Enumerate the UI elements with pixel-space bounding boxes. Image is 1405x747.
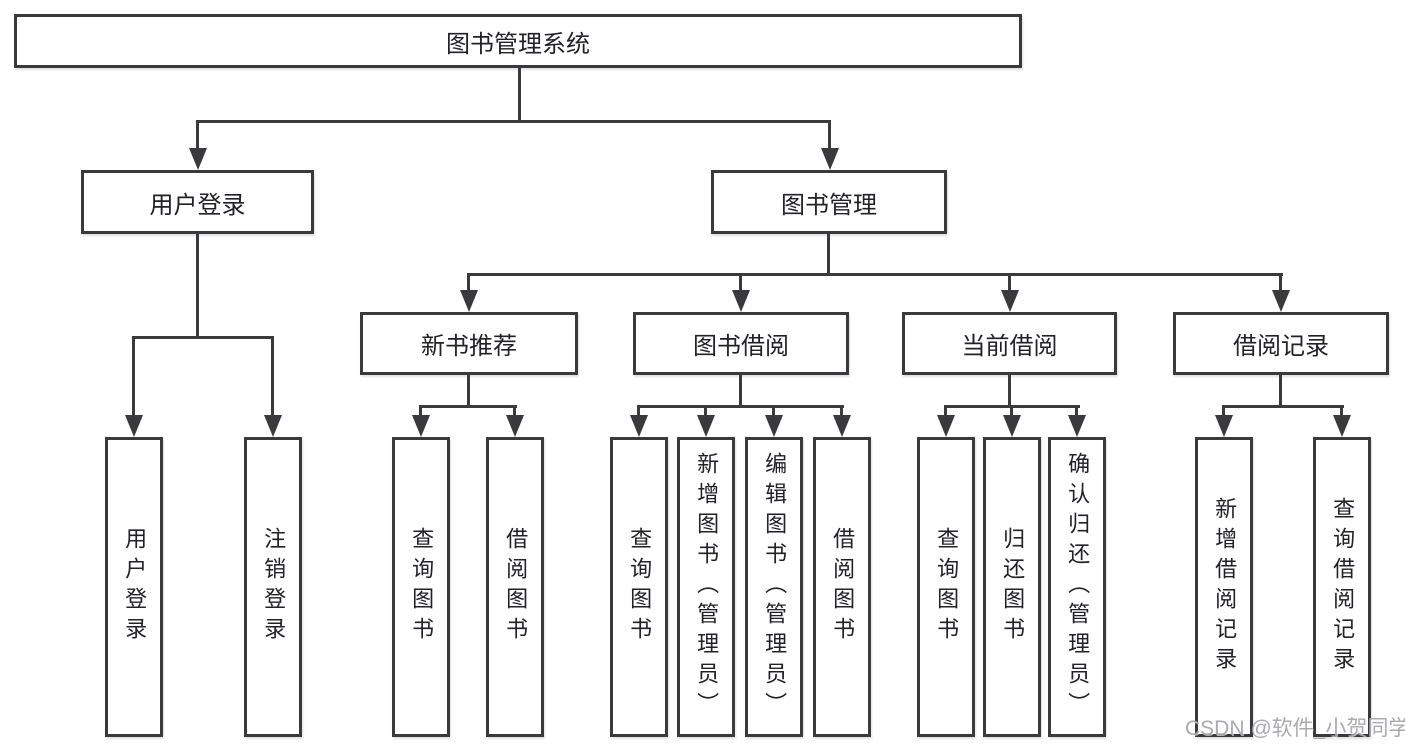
arrowhead-down-icon — [833, 415, 851, 437]
leaf-return-books: 归还图书 — [983, 437, 1041, 737]
node-new-book-recommend: 新书推荐 — [360, 312, 578, 375]
leaf-current-query-books-label: 查询图书 — [934, 527, 960, 647]
leaf-borrow-books: 借阅图书 — [813, 437, 871, 737]
node-book-management: 图书管理 — [711, 170, 947, 234]
arrowhead-down-icon — [697, 415, 715, 437]
node-borrow-record: 借阅记录 — [1173, 312, 1389, 375]
connector-line — [467, 273, 1283, 276]
arrowhead-down-icon — [765, 415, 783, 437]
connector-line — [132, 336, 274, 339]
leaf-edit-books-admin: 编辑图书（管理员） — [745, 437, 803, 737]
leaf-newbook-query-books-label: 查询图书 — [409, 527, 435, 647]
connector-line — [827, 234, 830, 273]
connector-line — [1222, 405, 1344, 408]
leaf-add-books-admin: 新增图书（管理员） — [677, 437, 735, 737]
arrowhead-down-icon — [1003, 415, 1021, 437]
node-current-borrow: 当前借阅 — [902, 312, 1117, 375]
arrowhead-down-icon — [1215, 415, 1233, 437]
leaf-add-borrow-record: 新增借阅记录 — [1195, 437, 1253, 737]
leaf-current-query-books: 查询图书 — [917, 437, 975, 737]
leaf-query-borrow-record: 查询借阅记录 — [1313, 437, 1371, 737]
leaf-edit-books-admin-label: 编辑图书（管理员） — [762, 452, 788, 722]
connector-line — [132, 336, 135, 417]
connector-line — [739, 273, 742, 292]
leaf-logout-label: 注销登录 — [261, 527, 287, 647]
arrowhead-down-icon — [1333, 415, 1351, 437]
connector-line — [419, 405, 517, 408]
connector-line — [840, 405, 843, 417]
leaf-query-borrow-record-label: 查询借阅记录 — [1330, 497, 1356, 677]
connector-line — [1008, 273, 1011, 292]
node-new-book-recommend-label: 新书推荐 — [421, 333, 517, 360]
connector-line — [419, 405, 422, 417]
connector-line — [1279, 273, 1282, 292]
csdn-watermark: CSDN @软件_小贺同学 — [1185, 717, 1405, 740]
connector-line — [637, 405, 640, 417]
node-book-borrow-label: 图书借阅 — [693, 333, 789, 360]
leaf-borrow-query-books-label: 查询图书 — [627, 527, 653, 647]
connector-line — [467, 273, 470, 292]
connector-line — [1010, 405, 1013, 417]
node-book-borrow: 图书借阅 — [633, 312, 849, 375]
arrowhead-down-icon — [264, 415, 282, 437]
connector-line — [1279, 375, 1282, 405]
connector-line — [271, 336, 274, 417]
node-borrow-record-label: 借阅记录 — [1233, 333, 1329, 360]
connector-line — [196, 120, 831, 123]
connector-line — [467, 375, 470, 405]
leaf-borrow-books-label: 借阅图书 — [830, 527, 856, 647]
connector-line — [772, 405, 775, 417]
arrowhead-down-icon — [1001, 290, 1019, 312]
arrowhead-down-icon — [125, 415, 143, 437]
arrowhead-down-icon — [630, 415, 648, 437]
node-root-label: 图书管理系统 — [446, 30, 590, 58]
leaf-user-login-label: 用户登录 — [122, 527, 148, 647]
leaf-borrow-query-books: 查询图书 — [610, 437, 668, 737]
arrowhead-down-icon — [1272, 290, 1290, 312]
connector-line — [513, 405, 516, 417]
node-book-management-label: 图书管理 — [781, 191, 877, 219]
connector-line — [196, 120, 199, 150]
arrowhead-down-icon — [460, 290, 478, 312]
leaf-user-login: 用户登录 — [105, 437, 163, 737]
leaf-add-borrow-record-label: 新增借阅记录 — [1212, 497, 1238, 677]
node-current-borrow-label: 当前借阅 — [961, 333, 1058, 360]
leaf-logout: 注销登录 — [244, 437, 302, 737]
connector-line — [704, 405, 707, 417]
leaf-newbook-borrow-books-label: 借阅图书 — [503, 527, 529, 647]
connector-line — [637, 405, 844, 408]
arrowhead-down-icon — [732, 290, 750, 312]
leaf-newbook-borrow-books: 借阅图书 — [486, 437, 544, 737]
connector-line — [944, 405, 947, 417]
arrowhead-down-icon — [506, 415, 524, 437]
connector-line — [739, 375, 742, 405]
connector-line — [828, 120, 831, 150]
node-root: 图书管理系统 — [14, 14, 1022, 68]
connector-line — [1008, 375, 1011, 405]
leaf-newbook-query-books: 查询图书 — [392, 437, 450, 737]
arrowhead-down-icon — [821, 148, 839, 170]
node-user-login-label: 用户登录 — [149, 191, 246, 219]
connector-line — [1222, 405, 1225, 417]
leaf-add-books-admin-label: 新增图书（管理员） — [694, 452, 720, 722]
connector-line — [196, 234, 199, 336]
connector-line — [1340, 405, 1343, 417]
connector-line — [518, 68, 521, 120]
node-user-login: 用户登录 — [81, 170, 314, 234]
leaf-confirm-return-admin: 确认归还（管理员） — [1048, 437, 1106, 737]
leaf-return-books-label: 归还图书 — [1000, 527, 1026, 647]
arrowhead-down-icon — [1068, 415, 1086, 437]
arrowhead-down-icon — [189, 148, 207, 170]
connector-line — [1075, 405, 1078, 417]
arrowhead-down-icon — [937, 415, 955, 437]
arrowhead-down-icon — [412, 415, 430, 437]
leaf-confirm-return-admin-label: 确认归还（管理员） — [1065, 452, 1091, 722]
